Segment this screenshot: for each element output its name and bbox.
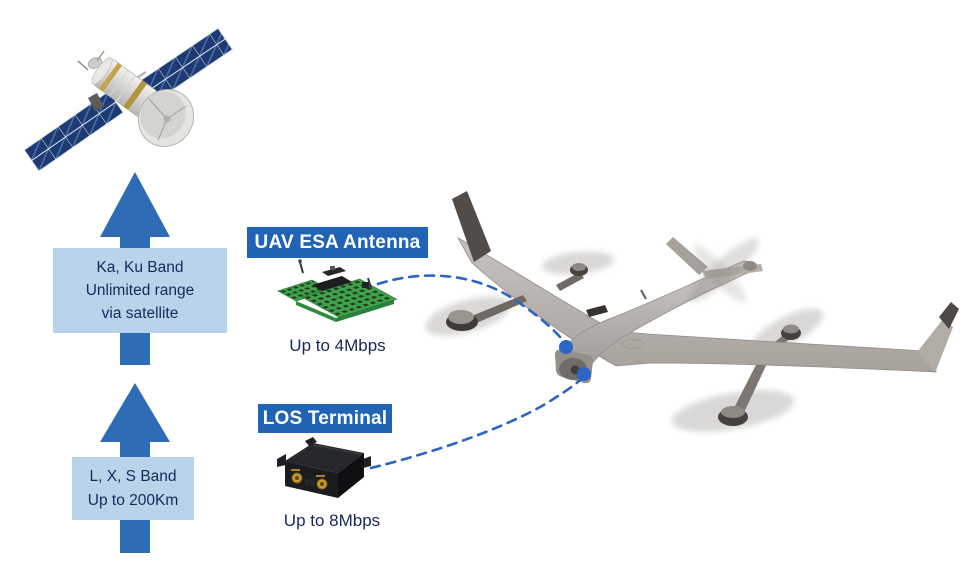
esa-rf-module-2: [322, 267, 346, 276]
esa-board-edge-2: [336, 300, 394, 322]
esa-board-edge: [296, 301, 336, 322]
los-mount-tab-3: [363, 456, 371, 468]
los-box-side: [338, 453, 364, 498]
satellite-dish: [137, 89, 195, 147]
satellite-instrument: [88, 93, 104, 111]
uav-antenna-stub: [640, 289, 647, 300]
esa-antenna-icon: [277, 259, 398, 322]
los-port-label-mark: [291, 469, 300, 471]
esa-connector-pin: [299, 261, 304, 274]
satellite-antenna-rod: [96, 50, 105, 62]
los-link-endpoint-dot: [577, 367, 591, 381]
uav-winglet-right-tip: [939, 302, 959, 329]
uav-tail-spinner: [743, 261, 757, 271]
uav-rotor-cap-rear-right: [783, 324, 799, 334]
los-front-slot: [305, 479, 315, 486]
satellite-body: [91, 57, 158, 117]
esa-component: [330, 266, 335, 270]
los-mount-tab-2: [305, 437, 317, 446]
esa-connector-pin-2: [367, 277, 372, 289]
los-sma-center-1: [295, 476, 299, 480]
esa-link-line: [376, 274, 568, 346]
uav-rotor-cap-rear-left: [572, 263, 586, 271]
uav-boom-rear-left: [556, 272, 584, 291]
uav-wing-sensor: [586, 305, 608, 317]
satellite-solar-array-left: [23, 90, 125, 173]
uav-boom-front-right: [731, 351, 771, 419]
los-band-line-1: L, X, S Band: [89, 468, 177, 486]
los-sma-center-2: [320, 482, 324, 486]
esa-connector-block: [362, 282, 369, 288]
uav-winglet-right: [918, 319, 953, 373]
esa-antenna-label: UAV ESA Antenna: [247, 227, 428, 258]
uav-tail-fin-left: [666, 237, 708, 275]
satellite-icon: [23, 27, 234, 173]
satcom-band-line-3: via satellite: [101, 305, 179, 323]
satcom-band-box: Ka, Ku Band Unlimited range via satellit…: [53, 248, 227, 333]
los-terminal-label: LOS Terminal: [258, 404, 392, 433]
uav-wing-hatch: [621, 339, 645, 349]
uav-icon: [425, 191, 959, 432]
uav-pusher-prop-blur-2: [693, 245, 747, 303]
los-band-line-2: Up to 200Km: [87, 491, 179, 509]
los-band-box: L, X, S Band Up to 200Km: [72, 457, 194, 520]
los-terminal-icon: [277, 437, 371, 498]
esa-rf-module: [312, 276, 352, 291]
los-link-line: [369, 375, 585, 470]
los-terminal-caption: Up to 8Mbps: [283, 511, 381, 530]
esa-pin-tip: [298, 259, 302, 263]
los-box-seam: [312, 444, 362, 455]
los-mount-tab: [277, 454, 286, 467]
esa-antenna-caption: Up to 4Mbps: [289, 336, 386, 355]
uav-rotor-cap-front-right: [721, 406, 745, 418]
uav-rotor-cap-front-left: [448, 310, 474, 324]
uav-rotor-blur-rear-left: [542, 251, 614, 275]
satcom-band-line-2: Unlimited range: [85, 281, 195, 299]
uav-winglet-left: [452, 191, 491, 262]
satellite-antenna-rod-2: [77, 60, 89, 71]
satcom-band-line-1: Ka, Ku Band: [96, 258, 184, 276]
esa-link-endpoint-dot: [559, 340, 573, 354]
los-port-label-mark-2: [316, 475, 325, 477]
